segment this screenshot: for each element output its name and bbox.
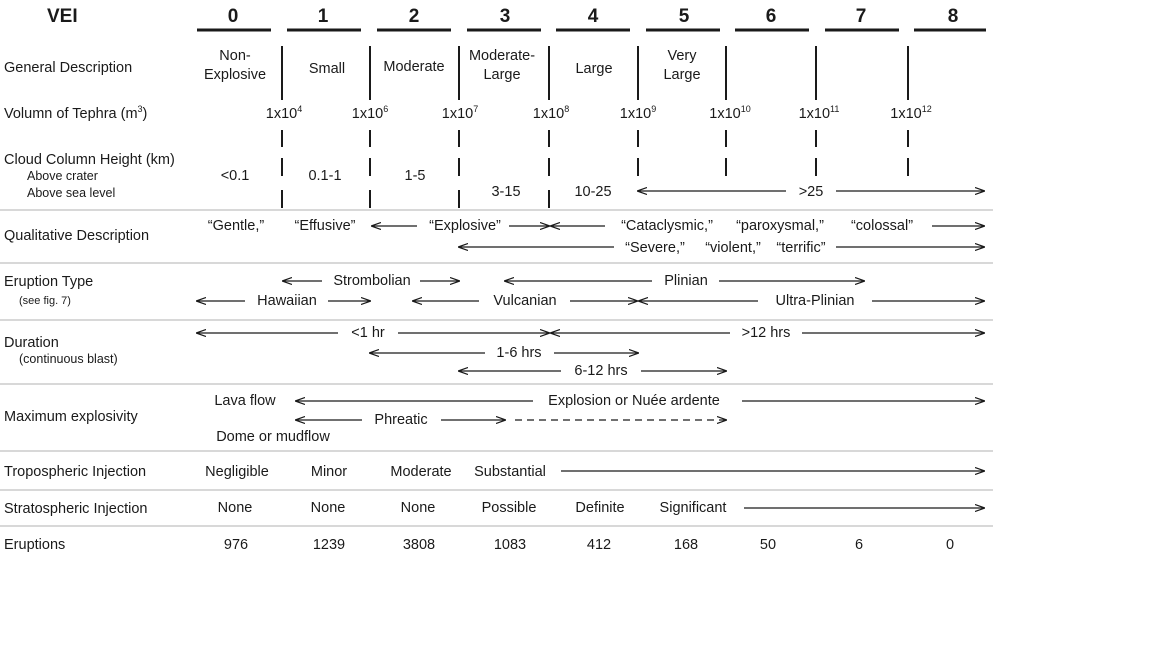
row-sublabel-continuous-blast: (continuous blast) (19, 352, 118, 366)
eruptions-count-3: 1083 (493, 537, 527, 553)
row-label-tropospheric: Tropospheric Injection (4, 464, 147, 480)
tephra-value-6: 1x106 (351, 104, 389, 123)
eruptions-count-0: 976 (223, 537, 249, 553)
general-desc-3: Moderate-Large (468, 48, 536, 83)
tropo-0: Negligible (205, 464, 269, 480)
explosivity-phreatic: Phreatic (374, 412, 428, 428)
tephra-value-9: 1x109 (619, 104, 657, 123)
eruptions-count-6: 50 (759, 537, 777, 553)
range-arrows (197, 191, 984, 508)
eruptions-count-5: 168 (673, 537, 699, 553)
explosivity-lava-flow: Lava flow (214, 393, 276, 409)
vei-column-4: 4 (587, 6, 599, 27)
vei-column-2: 2 (408, 6, 420, 27)
eruptions-count-2: 3808 (402, 537, 436, 553)
cloud-sea-3: 3-15 (491, 184, 521, 200)
row-label-duration: Duration (4, 335, 59, 351)
explosivity-dome-mudflow: Dome or mudflow (216, 429, 330, 445)
row-label-eruptions: Eruptions (4, 537, 66, 553)
eruption-vulcanian: Vulcanian (493, 293, 557, 309)
vei-column-6: 6 (765, 6, 777, 27)
tropo-1: Minor (310, 464, 348, 480)
eruption-strombolian: Strombolian (333, 273, 411, 289)
eruptions-count-7: 6 (854, 537, 864, 553)
strato-5: Significant (659, 500, 727, 516)
eruption-hawaiian: Hawaiian (257, 293, 317, 309)
section-rules (0, 209, 993, 527)
row-label-tephra: Volumn of Tephra (m3) (4, 104, 148, 123)
qual-effusive: “Effusive” (294, 218, 356, 234)
eruptions-count-1: 1239 (312, 537, 346, 553)
duration-gt12hrs: >12 hrs (741, 325, 791, 341)
qual-gentle: “Gentle,” (207, 218, 265, 234)
strato-0: None (217, 500, 253, 516)
qual-colossal: “colossal” (850, 218, 914, 234)
row-sublabel-above-crater: Above crater (27, 169, 98, 183)
duration-1-6hrs: 1-6 hrs (496, 345, 542, 361)
vei-column-1: 1 (317, 6, 329, 27)
vei-column-7: 7 (855, 6, 867, 27)
row-label-eruption-type: Eruption Type (4, 274, 94, 290)
tephra-value-12: 1x1012 (890, 104, 932, 123)
qual-violent: “violent,” (705, 240, 761, 256)
eruption-plinian: Plinian (664, 273, 708, 289)
vei-column-8: 8 (947, 6, 959, 27)
strato-3: Possible (481, 500, 537, 516)
strato-1: None (310, 500, 346, 516)
qual-cataclysmic: “Cataclysmic,” (621, 218, 713, 234)
vei-column-3: 3 (499, 6, 511, 27)
row-label-cloud-column: Cloud Column Height (km) (4, 152, 175, 168)
eruption-ultra-plinian: Ultra-Plinian (775, 293, 855, 309)
cloud-crater-1: 0.1-1 (308, 168, 342, 184)
cloud-sea-4: 10-25 (574, 184, 612, 200)
general-desc-4: Large (575, 61, 613, 77)
row-label-qualitative: Qualitative Description (4, 228, 150, 244)
general-desc-0: Non-Explosive (203, 48, 267, 83)
general-desc-1: Small (308, 61, 346, 77)
tephra-value-7: 1x107 (441, 104, 479, 123)
vei-title: VEI (47, 6, 78, 27)
cloud-crater-2: 1-5 (404, 168, 426, 184)
tephra-value-8: 1x108 (532, 104, 570, 123)
tephra-value-10: 1x1010 (709, 104, 751, 123)
explosivity-explosion: Explosion or Nuée ardente (548, 393, 720, 409)
qual-severe: “Severe,” (625, 240, 685, 256)
eruptions-count-8: 0 (945, 537, 955, 553)
row-sublabel-above-sea-level: Above sea level (27, 186, 116, 200)
qual-terrific: “terrific” (776, 240, 826, 256)
eruptions-count-4: 412 (586, 537, 612, 553)
duration-lt1hr: <1 hr (351, 325, 385, 341)
cloud-sea-gt25: >25 (798, 184, 824, 200)
vei-column-5: 5 (678, 6, 690, 27)
tropo-2: Moderate (390, 464, 452, 480)
strato-4: Definite (575, 500, 625, 516)
duration-6-12hrs: 6-12 hrs (574, 363, 628, 379)
row-label-stratospheric: Stratospheric Injection (4, 501, 148, 517)
cloud-crater-0: <0.1 (220, 168, 250, 184)
column-dividers (281, 46, 909, 208)
row-label-general-description: General Description (4, 60, 133, 76)
qual-paroxysmal: “paroxysmal,” (736, 218, 824, 234)
strato-2: None (400, 500, 436, 516)
vei-column-0: 0 (227, 6, 239, 27)
tephra-value-11: 1x1011 (798, 104, 840, 123)
row-label-max-explosivity: Maximum explosivity (4, 409, 138, 425)
qual-explosive: “Explosive” (429, 218, 501, 234)
tephra-value-4: 1x104 (265, 104, 303, 123)
general-desc-2: Moderate (383, 59, 445, 75)
row-sublabel-see-fig: (see fig. 7) (19, 295, 71, 307)
tropo-3: Substantial (474, 464, 546, 480)
